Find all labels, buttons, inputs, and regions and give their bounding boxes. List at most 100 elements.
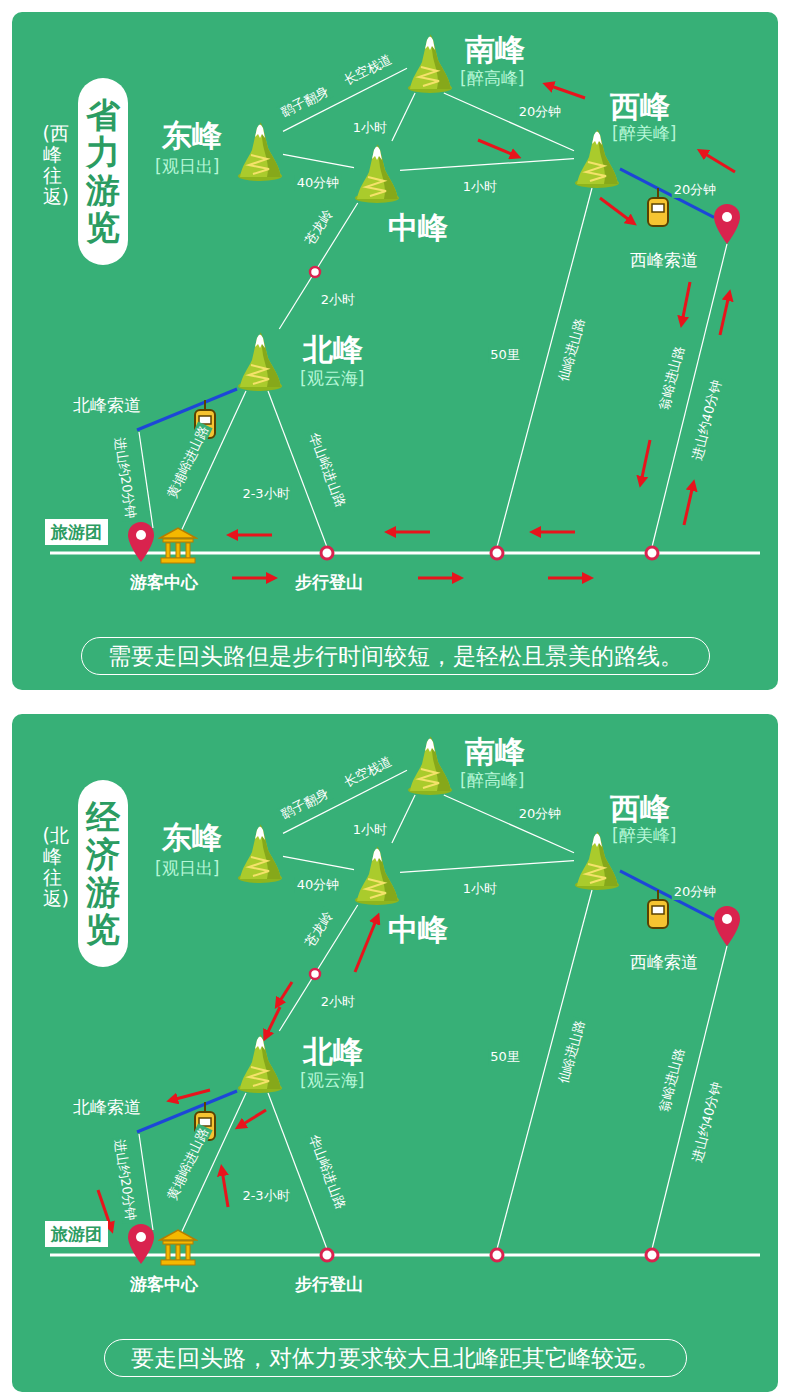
peak-icon: 北峰[观云海] bbox=[237, 1031, 283, 1093]
cableway-station: 西峰索道 bbox=[714, 906, 740, 946]
cableway-line bbox=[137, 389, 237, 430]
road-name: 步行登山 bbox=[293, 572, 365, 592]
caption-pill: 要走回头路，对体力要求较大且北峰距其它峰较远。 bbox=[104, 1339, 687, 1377]
node-title: 北峰 bbox=[303, 1035, 363, 1069]
peak-icon: 南峰[醉高峰] bbox=[407, 733, 453, 795]
node-title: 旅游团 bbox=[51, 521, 102, 543]
mountain-icon bbox=[354, 141, 400, 203]
map-pin bbox=[714, 204, 740, 244]
mountain-icon bbox=[237, 821, 283, 883]
duration-label: 1小时 bbox=[351, 822, 389, 838]
duration-label: 进山约20分钟 bbox=[111, 1137, 139, 1224]
node-title: 西峰索道 bbox=[630, 250, 698, 270]
node-title: 东峰 bbox=[162, 119, 222, 153]
trail-name: 苍龙岭 bbox=[301, 205, 337, 250]
peak-icon: 中峰 bbox=[354, 843, 400, 905]
node-subtitle: [醉美峰] bbox=[612, 123, 676, 143]
route-arrows bbox=[98, 85, 735, 1228]
duration-label: 鹞子翻身 bbox=[276, 82, 333, 122]
mountain-icon bbox=[354, 843, 400, 905]
duration-label: 2小时 bbox=[319, 292, 357, 308]
duration-label: 40分钟 bbox=[295, 175, 342, 191]
markers bbox=[195, 188, 668, 438]
node-title: 要走回头路，对体力要求较大且北峰距其它峰较远。 bbox=[131, 1343, 660, 1373]
duration-label: 20分钟 bbox=[672, 182, 719, 198]
visitor-center: 游客中心 bbox=[128, 520, 200, 566]
distance-label: 50里 bbox=[488, 347, 522, 363]
peak-icon: 东峰[观日出] bbox=[237, 821, 283, 883]
node-subtitle: [观日出] bbox=[155, 858, 219, 878]
node-title: 东峰 bbox=[162, 821, 222, 855]
node-title: 北峰 bbox=[303, 333, 363, 367]
mountain-icon bbox=[407, 31, 453, 93]
tour-group-tag: 旅游团 bbox=[45, 1221, 108, 1247]
trail-name: 长空栈道 bbox=[339, 752, 396, 792]
visitor-center: 游客中心 bbox=[128, 1222, 200, 1268]
node-title: 南峰 bbox=[465, 735, 525, 769]
trail-lines bbox=[139, 188, 727, 547]
trail-line bbox=[283, 856, 354, 869]
node-title: 需要走回头路但是步行时间较短，是轻松且景美的路线。 bbox=[108, 641, 683, 671]
peak-icon: 西峰[醉美峰] bbox=[574, 126, 620, 188]
duration-label: 进山约40分钟 bbox=[689, 377, 725, 464]
peak-icon: 北峰[观云海] bbox=[237, 329, 283, 391]
duration-label: 鹞子翻身 bbox=[276, 784, 333, 824]
title-pill: 经济游览 bbox=[78, 780, 128, 967]
trail-name: 翁峪进山路 bbox=[656, 1045, 688, 1116]
duration-label: 1小时 bbox=[351, 120, 389, 136]
mountain-icon bbox=[237, 119, 283, 181]
duration-label: 2-3小时 bbox=[240, 486, 291, 502]
peak-icon: 东峰[观日出] bbox=[237, 119, 283, 181]
trail-name: 华山峪进山路 bbox=[305, 429, 349, 511]
duration-label: 1小时 bbox=[461, 881, 499, 897]
caption-pill: 需要走回头路但是步行时间较短，是轻松且景美的路线。 bbox=[81, 637, 710, 675]
trail-name: 翁峪进山路 bbox=[656, 343, 688, 414]
duration-label: 进山约40分钟 bbox=[689, 1079, 725, 1166]
duration-label: 1小时 bbox=[461, 179, 499, 195]
mountain-icon bbox=[407, 733, 453, 795]
duration-label: 20分钟 bbox=[517, 806, 564, 822]
trail-line bbox=[283, 154, 354, 167]
duration-label: 2-3小时 bbox=[240, 1188, 291, 1204]
duration-label: 20分钟 bbox=[517, 104, 564, 120]
cableway-name: 北峰索道 bbox=[71, 395, 143, 415]
mountain-icon bbox=[237, 329, 283, 391]
trail-name: 黄埔峪进山路 bbox=[163, 421, 212, 502]
node-title: 经济游览 bbox=[86, 799, 120, 949]
node-title: 西峰 bbox=[610, 792, 670, 826]
route-note: (西峰往返) bbox=[43, 123, 62, 207]
distance-label: 50里 bbox=[488, 1049, 522, 1065]
node-title: 西峰索道 bbox=[630, 952, 698, 972]
peak-icon: 西峰[醉美峰] bbox=[574, 828, 620, 890]
title-pill: 省力游览 bbox=[78, 78, 128, 265]
duration-label: 40分钟 bbox=[295, 877, 342, 893]
node-subtitle: [观云海] bbox=[300, 368, 364, 388]
duration-label: 20分钟 bbox=[672, 884, 719, 900]
node-subtitle: [观日出] bbox=[155, 156, 219, 176]
trail-line bbox=[279, 905, 357, 1031]
node-subtitle: [醉美峰] bbox=[612, 825, 676, 845]
node-title: 旅游团 bbox=[51, 1223, 102, 1245]
panel-ground bbox=[12, 12, 778, 690]
node-title: 中峰 bbox=[388, 211, 448, 245]
panel bbox=[12, 12, 778, 690]
duration-label: 2小时 bbox=[319, 994, 357, 1010]
node-subtitle: [观云海] bbox=[300, 1070, 364, 1090]
trail-line bbox=[444, 795, 574, 853]
peak-icon: 南峰[醉高峰] bbox=[407, 31, 453, 93]
trail-name: 华山峪进山路 bbox=[305, 1131, 349, 1213]
cableway-name: 北峰索道 bbox=[71, 1097, 143, 1117]
peak-icon: 中峰 bbox=[354, 141, 400, 203]
mountain-icon bbox=[237, 1031, 283, 1093]
pass-dot bbox=[310, 267, 320, 277]
node-subtitle: [醉高峰] bbox=[460, 68, 524, 88]
cableway-station: 西峰索道 bbox=[714, 204, 740, 244]
visitor-center-icon bbox=[128, 1222, 200, 1268]
trail-name: 黄埔峪进山路 bbox=[163, 1123, 212, 1204]
road-name: 步行登山 bbox=[293, 1274, 365, 1294]
node-title: 游客中心 bbox=[130, 572, 198, 592]
trail-line bbox=[400, 159, 574, 171]
tour-group-tag: 旅游团 bbox=[45, 519, 108, 545]
trail-name: 仙峪进山路 bbox=[555, 315, 588, 386]
node-subtitle: [醉高峰] bbox=[460, 770, 524, 790]
